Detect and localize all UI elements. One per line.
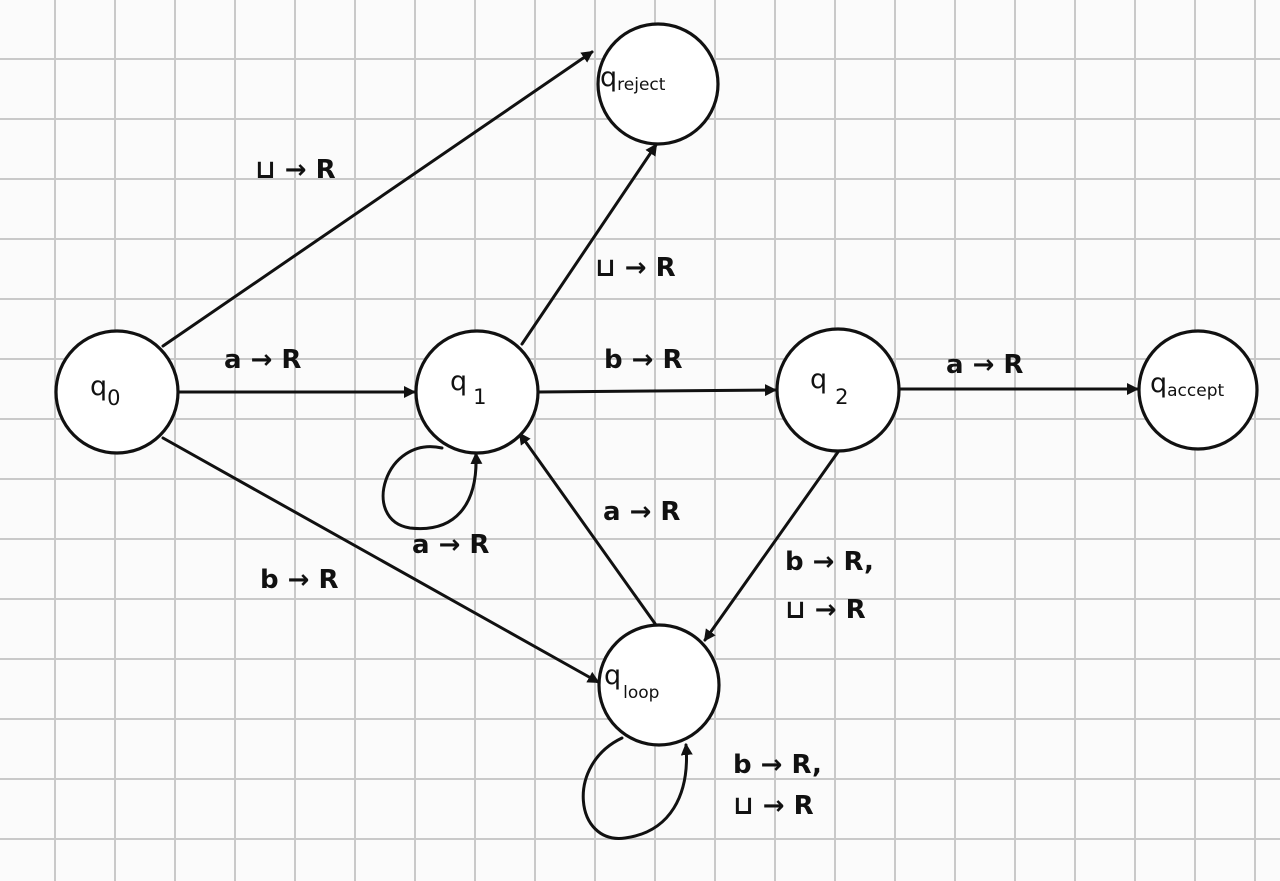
state-q2: q2	[775, 327, 901, 453]
edge-q0-qreject	[161, 50, 594, 348]
state-q0-subscript: 0	[107, 386, 120, 410]
label-qloop-q1: a → R	[603, 497, 680, 527]
edge-qloop-q1	[518, 432, 658, 627]
edge-q0-qloop	[161, 436, 600, 684]
state-qaccept: qaccept	[1137, 329, 1259, 451]
state-q2-subscript: 2	[835, 385, 848, 409]
state-qreject-name: q	[600, 62, 617, 93]
svg-text:qloop: qloop	[604, 660, 659, 703]
state-qloop: qloop	[597, 623, 721, 747]
state-qaccept-name: q	[1150, 368, 1167, 399]
state-q0: q0	[54, 329, 180, 455]
label-q2-qloop-line2: ⊔ → R	[785, 595, 866, 625]
label-qloop-self-line1: b → R,	[733, 750, 822, 780]
label-q0-qreject: ⊔ → R	[255, 155, 336, 185]
svg-text:q0: q0	[90, 371, 121, 410]
label-q1-qreject: ⊔ → R	[595, 253, 676, 283]
label-qloop-self-line2: ⊔ → R	[733, 791, 814, 821]
state-qreject-subscript: reject	[617, 75, 666, 95]
edge-qloop-self	[581, 736, 693, 840]
state-q1-name: q	[450, 366, 467, 397]
edge-q1-qreject	[520, 143, 658, 346]
label-q0-q1: a → R	[224, 345, 301, 375]
state-qreject: qreject	[596, 22, 720, 146]
svg-text:qaccept: qaccept	[1150, 368, 1225, 401]
svg-text:q1: q1	[450, 366, 487, 409]
label-q1-q2: b → R	[604, 345, 683, 375]
svg-text:qreject: qreject	[600, 62, 666, 95]
edge-q1-self	[381, 445, 483, 531]
label-q1-self: a → R	[412, 530, 489, 560]
label-q2-qloop-line1: b → R,	[785, 547, 874, 577]
state-qloop-name: q	[604, 660, 621, 691]
label-q0-qloop: b → R	[260, 565, 339, 595]
svg-text:q2: q2	[810, 364, 849, 409]
state-q1-subscript: 1	[473, 385, 486, 409]
state-q2-name: q	[810, 364, 827, 395]
label-q2-qaccept: a → R	[946, 350, 1023, 380]
edge-q1-q2	[536, 384, 777, 397]
edge-q2-qloop	[703, 450, 840, 642]
state-qaccept-subscript: accept	[1167, 381, 1224, 401]
state-qloop-subscript: loop	[623, 683, 659, 703]
state-q0-name: q	[90, 371, 107, 402]
